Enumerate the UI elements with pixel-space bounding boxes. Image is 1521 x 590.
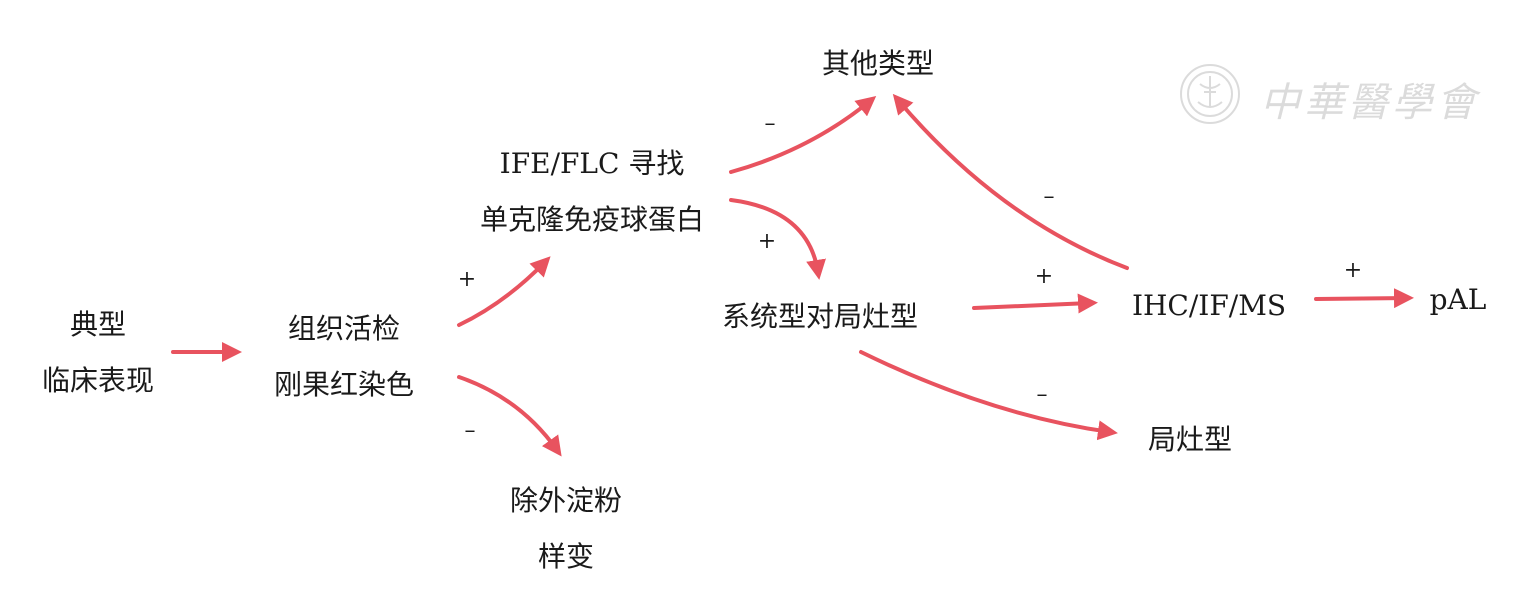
arrow-ife-to-other [729, 95, 877, 174]
arrow-ife-to-systemic [729, 198, 826, 280]
arrow-biopsy-to-ife [457, 256, 551, 327]
node-pal-line1: pAL [1429, 283, 1487, 316]
arrow-ihc-to-pal [1314, 288, 1414, 309]
sign-biopsy-to-exclude: – [464, 418, 476, 443]
society-seal-icon [1180, 64, 1240, 124]
node-exclude-line2: 样变 [537, 540, 594, 573]
node-exclude-line1: 除外淀粉 [509, 484, 622, 517]
arrow-ihc-to-other [892, 93, 1129, 270]
node-focal: 局灶型 [1126, 412, 1254, 468]
sign-ife-to-other: – [764, 111, 776, 136]
node-systemic-line1: 系统型对局灶型 [721, 300, 918, 333]
arrow-systemic-to-focal [859, 350, 1118, 441]
sign-systemic-to-ihc: + [1034, 264, 1054, 289]
node-biopsy-line2: 刚果红染色 [273, 368, 414, 401]
node-other-line1: 其他类型 [821, 47, 934, 80]
sign-ihc-to-other: – [1043, 184, 1055, 209]
node-exclude-amyloidosis: 除外淀粉 样变 [486, 473, 646, 585]
node-typical-line2: 临床表现 [41, 364, 154, 397]
sign-ihc-to-pal: + [1343, 258, 1363, 283]
node-biopsy-line1: 组织活检 [287, 312, 400, 345]
node-other-types: 其他类型 [798, 36, 958, 92]
sign-ife-to-systemic: + [757, 229, 777, 254]
node-focal-line1: 局灶型 [1147, 423, 1232, 456]
node-pal: pAL [1418, 272, 1498, 328]
arrow-systemic-to-ihc [972, 293, 1098, 314]
watermark: 中華醫學會 [1178, 62, 1476, 128]
node-systemic-vs-focal: 系统型对局灶型 [700, 289, 940, 345]
node-ife-flc: IFE/FLC 寻找 单克隆免疫球蛋白 [454, 136, 730, 248]
node-tissue-biopsy: 组织活检 刚果红染色 [256, 301, 432, 413]
node-typical-presentation: 典型 临床表现 [30, 297, 166, 409]
node-ihc-if-ms: IHC/IF/MS [1114, 278, 1304, 334]
watermark-text: 中華醫學會 [1260, 80, 1480, 126]
node-ife-line1: IFE/FLC 寻找 [499, 147, 685, 180]
node-typical-line1: 典型 [69, 308, 126, 341]
sign-biopsy-to-ife: + [457, 267, 477, 292]
node-ihc-line1: IHC/IF/MS [1131, 289, 1287, 322]
arrow-biopsy-to-exclude [457, 375, 562, 457]
node-ife-line2: 单克隆免疫球蛋白 [479, 203, 704, 236]
sign-systemic-to-focal: – [1036, 382, 1048, 407]
